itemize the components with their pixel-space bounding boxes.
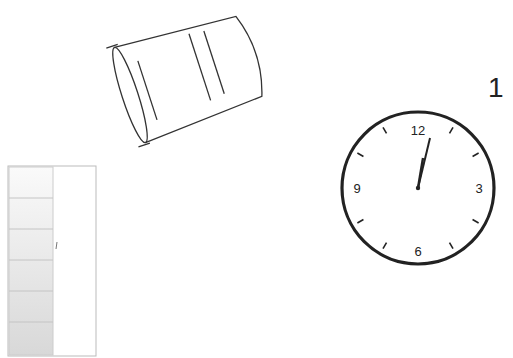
figure-number: 1	[488, 74, 504, 102]
clock-number: 9	[353, 182, 360, 195]
clock-face: 12 9 3 6	[340, 110, 496, 266]
beaker-rim	[107, 45, 153, 145]
clock-pivot	[416, 186, 420, 190]
hour-tick	[383, 243, 387, 249]
hour-tick	[450, 127, 454, 133]
beaker	[106, 5, 272, 147]
scale-column	[9, 167, 53, 355]
hour-tick	[383, 127, 387, 133]
clock-number: 3	[475, 182, 482, 195]
hour-tick	[357, 220, 363, 224]
hour-tick	[357, 153, 363, 157]
beaker-mark	[204, 31, 224, 94]
clock-hand	[418, 138, 430, 188]
scale-frame	[8, 166, 96, 356]
scale-bands	[9, 198, 53, 322]
clock-hand	[418, 158, 423, 188]
scale-tick	[56, 242, 57, 249]
scale-bar	[8, 166, 96, 356]
hour-tick	[473, 220, 479, 224]
hour-tick	[473, 153, 479, 157]
beaker-body	[115, 7, 272, 143]
beaker-mark	[138, 61, 157, 120]
clock-number: 6	[414, 245, 421, 258]
hour-tick	[450, 243, 454, 249]
clock-number: 12	[411, 124, 425, 137]
beaker-lip	[106, 44, 150, 147]
clock-rim	[342, 112, 494, 264]
